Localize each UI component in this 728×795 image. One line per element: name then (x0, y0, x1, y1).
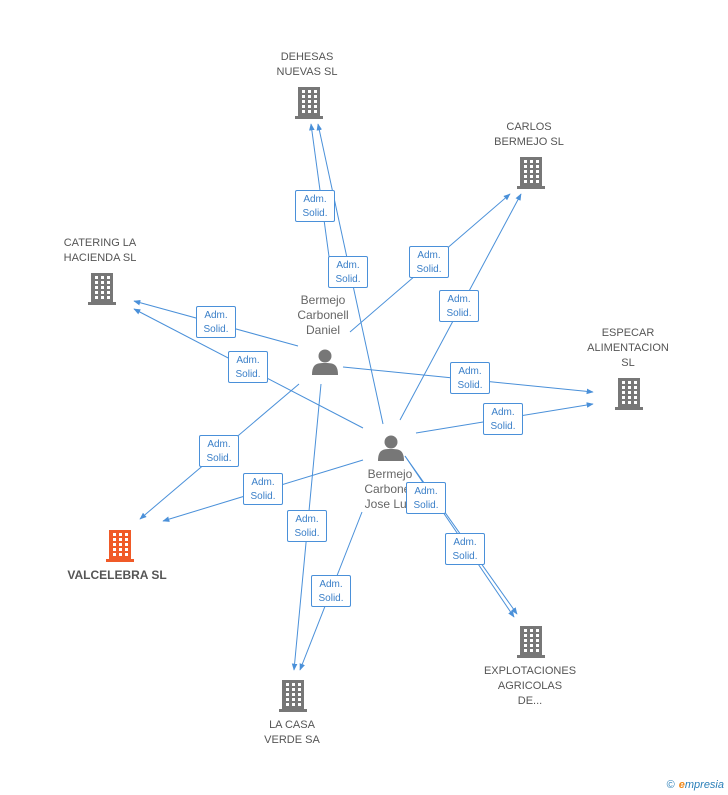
edge-role-label[interactable]: Adm.Solid. (409, 246, 449, 278)
edge-role-label[interactable]: Adm.Solid. (406, 482, 446, 514)
building-icon-valcelebra[interactable] (106, 530, 134, 562)
brand-logo-e: e (678, 779, 685, 791)
edge-role-label[interactable]: Adm.Solid. (439, 290, 479, 322)
brand-name: mpresia (684, 779, 724, 791)
brand-watermark[interactable]: ©empresia (667, 779, 724, 791)
copyright-icon: © (666, 779, 675, 791)
building-icon-especar[interactable] (615, 378, 643, 410)
edge-role-label[interactable]: Adm.Solid. (328, 256, 368, 288)
edge-role-label[interactable]: Adm.Solid. (450, 362, 490, 394)
building-icon-explotaciones[interactable] (517, 626, 545, 658)
person-icon-daniel[interactable] (312, 349, 338, 376)
person-icon-jose[interactable] (378, 435, 404, 462)
edge-role-label[interactable]: Adm.Solid. (196, 306, 236, 338)
edge-role-label[interactable]: Adm.Solid. (243, 473, 283, 505)
edge-role-label[interactable]: Adm.Solid. (199, 435, 239, 467)
edge-role-label[interactable]: Adm.Solid. (445, 533, 485, 565)
edge-role-label[interactable]: Adm.Solid. (483, 403, 523, 435)
edge-role-label[interactable]: Adm.Solid. (311, 575, 351, 607)
building-icon-dehesas[interactable] (295, 87, 323, 119)
building-icon-lacasa[interactable] (279, 680, 307, 712)
edge-role-label[interactable]: Adm.Solid. (287, 510, 327, 542)
edge-role-label[interactable]: Adm.Solid. (295, 190, 335, 222)
edge-role-label[interactable]: Adm.Solid. (228, 351, 268, 383)
building-icon-carlos[interactable] (517, 157, 545, 189)
building-icon-catering[interactable] (88, 273, 116, 305)
company-label-valcelebra[interactable]: VALCELEBRA SL (67, 568, 167, 582)
